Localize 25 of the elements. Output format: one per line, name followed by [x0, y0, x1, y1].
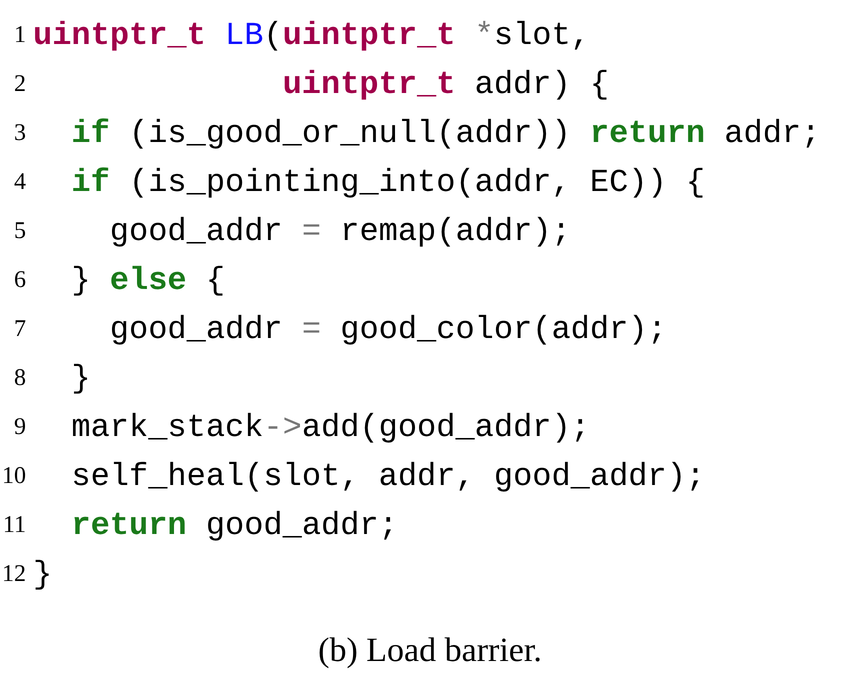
code-line: return good_addr;: [71, 506, 398, 546]
code-line: mark_stack->add(good_addr);: [71, 408, 590, 448]
caption: (b) Load barrier.: [317, 632, 543, 670]
line-number: 7: [13, 316, 26, 343]
line-number: 12: [1, 561, 26, 588]
code-line: } else {: [71, 261, 226, 301]
line-number: 3: [13, 120, 26, 147]
line-number: 9: [13, 414, 26, 441]
line-number: 1: [13, 22, 26, 49]
code-line: uintptr_t addr) {: [282, 65, 610, 105]
line-number: 11: [2, 512, 26, 539]
line-number: 2: [13, 71, 26, 98]
code-line: }: [71, 359, 91, 399]
code-line: good_addr = remap(addr);: [110, 212, 571, 252]
code-line: if (is_good_or_null(addr)) return addr;: [71, 114, 820, 154]
code-line: self_heal(slot, addr, good_addr);: [71, 457, 706, 497]
code-line: good_addr = good_color(addr);: [110, 310, 667, 350]
code-line: uintptr_t LB(uintptr_t *slot,: [33, 16, 590, 56]
line-number: 8: [13, 365, 26, 392]
line-number: 4: [13, 169, 26, 196]
line-number: 5: [13, 218, 26, 245]
line-number: 6: [13, 267, 26, 294]
code-line: if (is_pointing_into(addr, EC)) {: [71, 163, 706, 203]
code-line: }: [33, 555, 52, 595]
line-number: 10: [1, 463, 26, 490]
